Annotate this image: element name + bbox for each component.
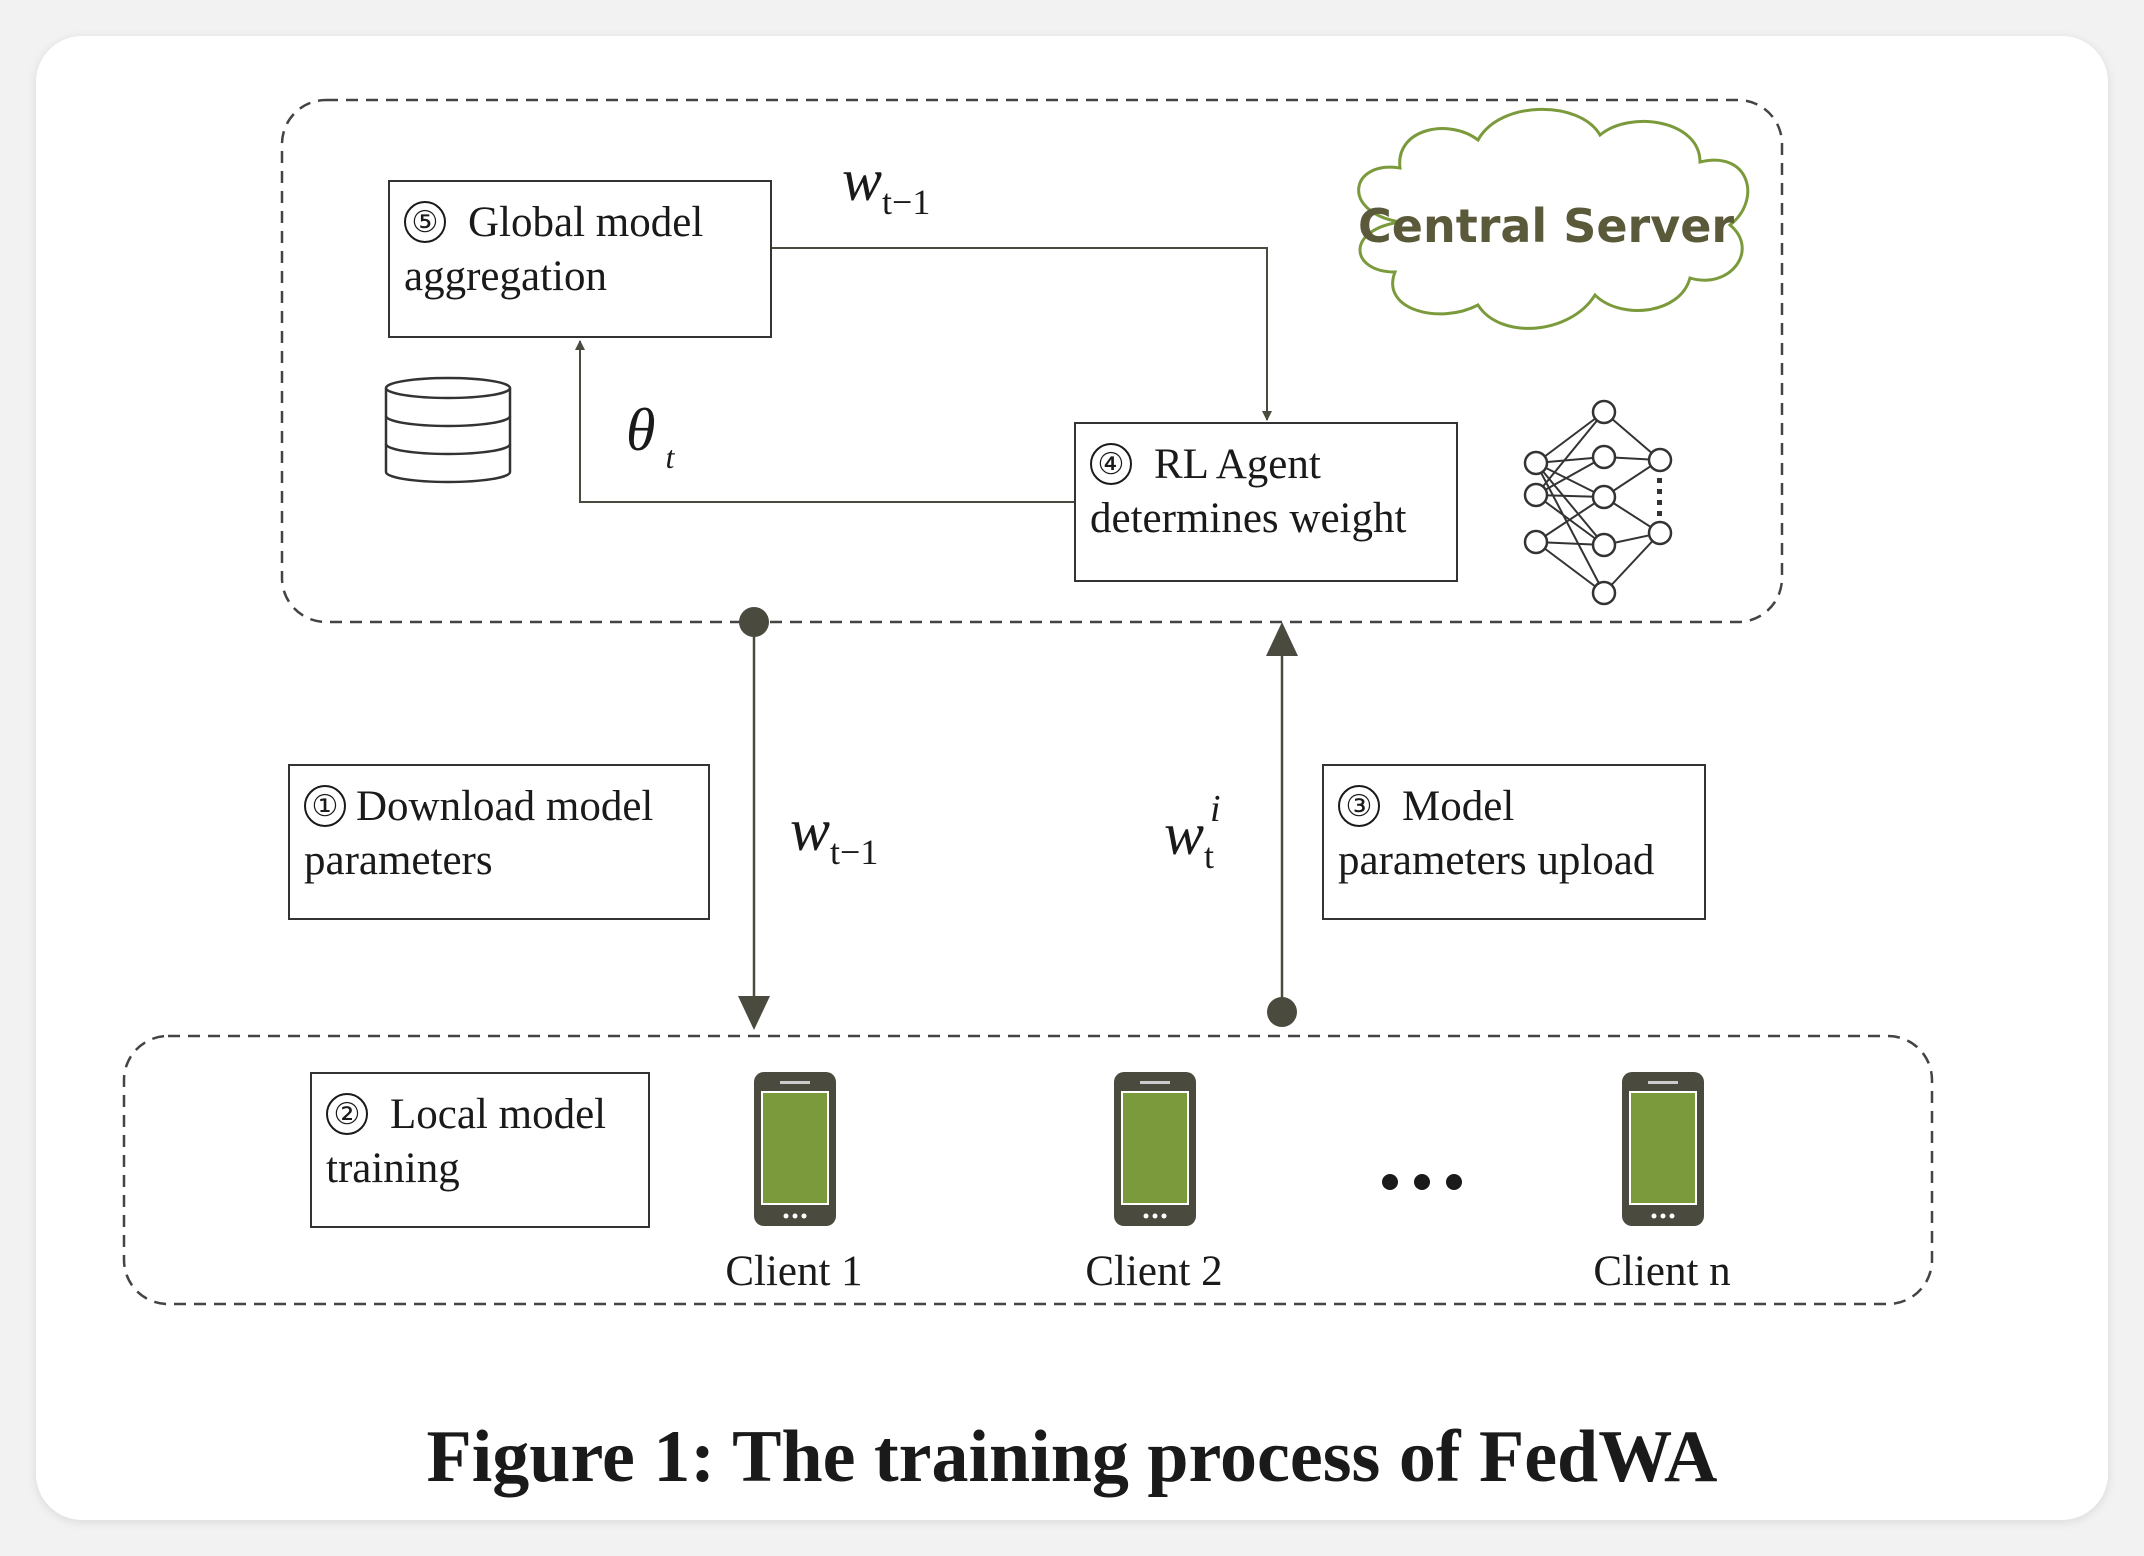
step-title: Global model	[468, 199, 704, 246]
cloud-icon	[1357, 107, 1750, 330]
step-number: ②	[326, 1093, 368, 1135]
local-training-box: ② Local model training	[310, 1072, 650, 1228]
smartphone-icon	[754, 1072, 836, 1226]
step-number: ④	[1090, 443, 1132, 485]
database-icon	[384, 376, 512, 484]
step-subtitle: aggregation	[404, 253, 607, 300]
upload-box: ③ Model parameters upload	[1322, 764, 1706, 920]
connector-agent-to-global	[575, 340, 1074, 503]
step-title: Model	[1402, 783, 1515, 830]
step-title: Local model	[390, 1091, 607, 1138]
global-aggregation-box: ⑤ Global model aggregation	[388, 180, 772, 338]
smartphone-icon	[1114, 1072, 1196, 1226]
step-number: ⑤	[404, 201, 446, 243]
step-number: ①	[304, 785, 346, 827]
client-label: Client 1	[725, 1248, 863, 1295]
step-title: RL Agent	[1154, 441, 1321, 488]
label-w-prev-top: wt−1	[842, 147, 931, 222]
client-region	[122, 1034, 1934, 1306]
connector-global-to-agent	[772, 247, 1272, 421]
step-subtitle: training	[326, 1145, 460, 1192]
client-label: Client 2	[1085, 1248, 1223, 1295]
label-w-prev-down: wt−1	[790, 797, 879, 872]
upload-arrow	[1266, 622, 1298, 1027]
step-title: Download model	[356, 783, 654, 830]
rl-agent-box: ④ RL Agent determines weight	[1074, 422, 1458, 582]
server-region	[280, 98, 1784, 624]
step-subtitle: parameters upload	[1338, 837, 1655, 884]
smartphone-icon	[1622, 1072, 1704, 1226]
client-label: Client n	[1593, 1248, 1731, 1295]
download-arrow	[738, 607, 770, 1030]
step-subtitle: determines weight	[1090, 495, 1407, 542]
central-server-label: Central Server	[1358, 199, 1735, 253]
step-subtitle: parameters	[304, 837, 493, 884]
neural-network-icon	[1523, 399, 1673, 606]
clients-ellipsis	[1382, 1174, 1462, 1190]
step-number: ③	[1338, 785, 1380, 827]
figure-caption: Figure 1: The training process of FedWA	[426, 1416, 1718, 1498]
